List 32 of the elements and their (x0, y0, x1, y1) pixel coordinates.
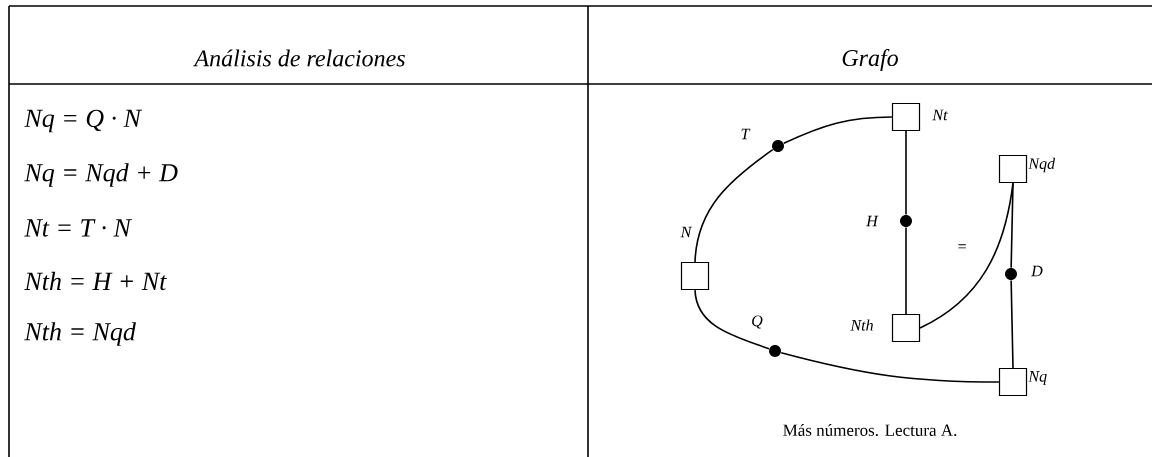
node-label: Nq (1028, 371, 1047, 385)
connector (780, 351, 1000, 383)
connector (905, 226, 907, 315)
column-header: Análisis de relaciones (193, 49, 405, 67)
connector (694, 289, 770, 350)
connector (905, 130, 907, 216)
node-label: D (1031, 265, 1043, 277)
variable-box (891, 313, 921, 343)
node-label: Q (752, 315, 763, 329)
connector (919, 182, 1014, 329)
equation: Nth = H + Nt (24, 271, 167, 291)
connector (1010, 279, 1014, 369)
equation: Nq = Nqd + D (24, 163, 178, 187)
edge-label: = (954, 242, 970, 254)
variable-box (680, 261, 710, 291)
node-label: Nt (932, 109, 948, 121)
variable-box (998, 367, 1028, 397)
equation: Nt = T · N (24, 219, 132, 237)
node-label: N (680, 226, 693, 238)
connector (694, 148, 774, 263)
node-label: Nqd (1028, 157, 1056, 173)
node-label: H (866, 215, 879, 227)
connector (783, 116, 893, 145)
node-label: Nth (850, 319, 873, 331)
column-header: Grafo (842, 49, 898, 71)
connector (1010, 182, 1014, 269)
node-label: T (741, 128, 751, 140)
variable-box (891, 102, 921, 132)
equation: Nq = Q · N (24, 109, 143, 133)
caption: Más números. Lectura A. (783, 423, 957, 437)
variable-box (998, 154, 1028, 184)
equation: Nth = Nqd (24, 322, 136, 346)
